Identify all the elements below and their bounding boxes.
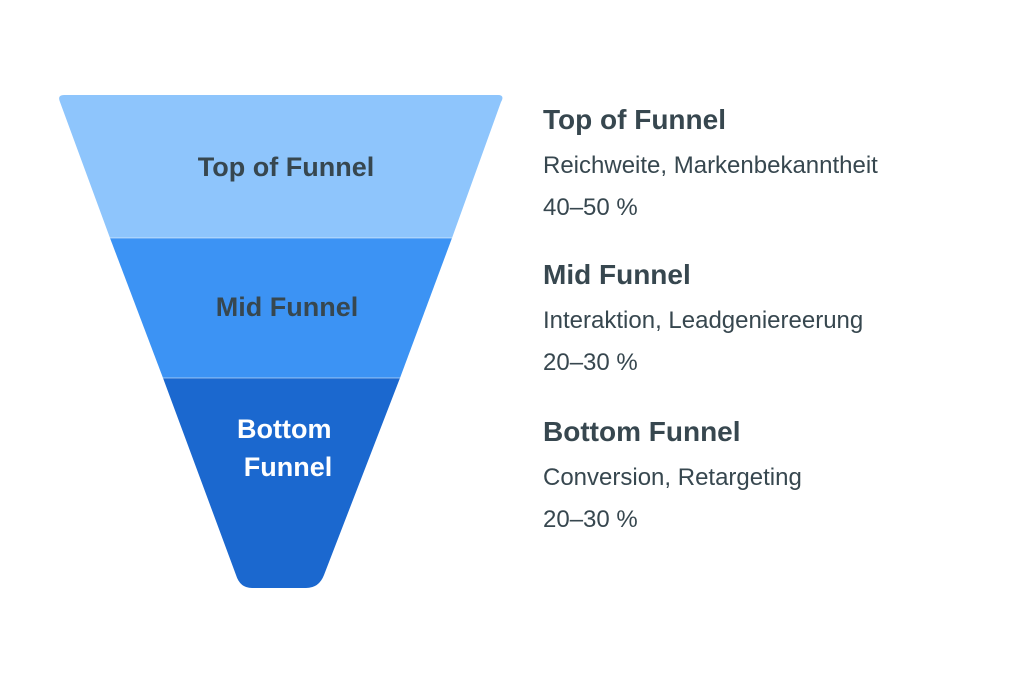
legend-share: 20–30 % <box>543 349 638 376</box>
legend-title: Bottom Funnel <box>543 416 741 447</box>
legend-description: Conversion, Retargeting <box>543 464 802 491</box>
legend-description: Reichweite, Markenbekanntheit <box>543 152 878 179</box>
legend-title: Mid Funnel <box>543 259 691 290</box>
funnel-segment-mid <box>110 238 452 378</box>
legend-item-bottom: Bottom Funnel Conversion, Retargeting 20… <box>543 414 802 535</box>
funnel-label-top: Top of Funnel <box>198 152 374 182</box>
legend-share: 20–30 % <box>543 506 638 533</box>
legend-title: Top of Funnel <box>543 104 726 135</box>
funnel-label-mid: Mid Funnel <box>216 292 358 322</box>
funnel-segment-bottom <box>163 378 400 588</box>
legend-share: 40–50 % <box>543 194 638 221</box>
funnel-label-bottom: Bottom Funnel <box>237 414 339 482</box>
legend-item-mid: Mid Funnel Interaktion, Leadgenierеerung… <box>543 257 863 378</box>
funnel-segment-top <box>59 95 503 238</box>
legend-item-top: Top of Funnel Reichweite, Markenbekannth… <box>543 102 878 223</box>
legend-description: Interaktion, Leadgenierеerung <box>543 307 864 334</box>
